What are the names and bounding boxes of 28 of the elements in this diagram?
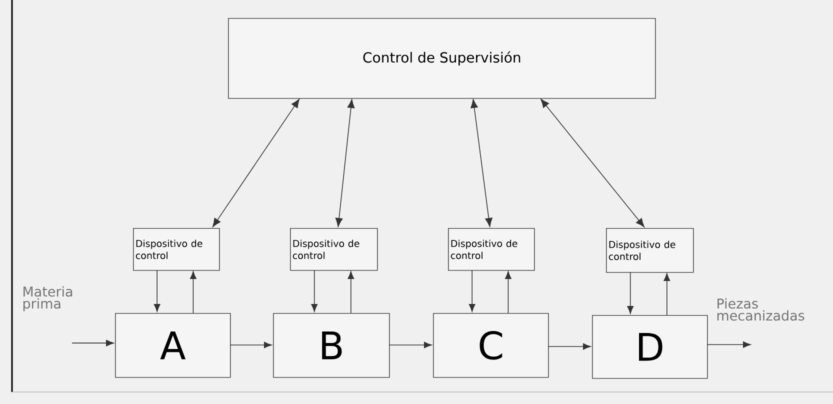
arrow [154, 270, 160, 312]
arrow [230, 342, 272, 348]
control-device-box: Dispositivo de control [448, 228, 535, 271]
machine-box: D [592, 315, 708, 379]
arrow [664, 273, 670, 316]
arrow [311, 270, 318, 312]
arrow [706, 341, 751, 348]
arrow [548, 343, 591, 350]
flow-label: Piezas mecanizadas [717, 298, 804, 321]
arrow [470, 99, 492, 227]
control-device-box: Dispositivo de control [133, 228, 220, 271]
arrow [468, 270, 476, 312]
arrow [540, 98, 644, 228]
supervision-box: Control de Supervisión [228, 18, 656, 99]
machine-box: C [433, 313, 549, 378]
machine-box: A [115, 313, 231, 378]
arrow [212, 98, 300, 228]
machine-box: B [273, 313, 390, 378]
arrow [388, 342, 432, 348]
arrow [72, 340, 114, 346]
arrow [348, 271, 354, 314]
control-device-box: Dispositivo de control [290, 228, 378, 271]
arrow [627, 272, 634, 314]
arrow [335, 99, 355, 227]
arrow [505, 271, 512, 314]
control-device-box: Dispositivo de control [606, 228, 694, 273]
flow-label: Materia prima [23, 286, 72, 312]
arrow [190, 271, 196, 314]
